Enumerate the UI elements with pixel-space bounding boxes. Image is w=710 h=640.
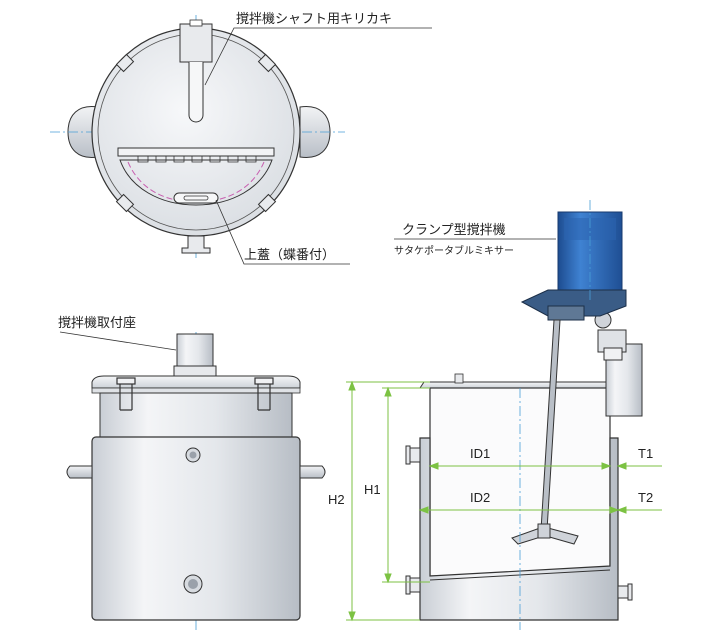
front-upper-body [99,392,293,438]
hinge-teeth [137,156,257,163]
top-view-clamps [115,53,277,213]
shaft-notch-leader [204,27,432,86]
front-right-handle [299,465,326,479]
front-lid [91,375,301,389]
label-lid: 上蓋（蝶番付） [244,248,335,263]
half-lid-outline [119,159,273,206]
dim-t1: T1 [638,446,653,461]
front-left-handle [66,465,93,479]
front-view: 撹拌機取付座 [58,316,326,630]
top-view: 撹拌機シャフト用キリカキ 上蓋（蝶番付） [50,12,432,265]
dim-id1: ID1 [470,446,490,461]
label-shaft-notch: 撹拌機シャフト用キリカキ [236,12,392,27]
front-clamps [116,377,274,411]
lid-handle-grip [173,192,219,204]
shaft-notch-slot [188,62,204,123]
side-nozzles [405,445,633,601]
label-mixer-mount: 撹拌機取付座 [58,316,136,331]
shaft-notch-cap [189,19,203,27]
dimension-lines [346,380,662,622]
dim-h2: H2 [328,492,345,507]
label-mixer-series: サタケポータブルミキサー [394,244,514,257]
mixer-mount-block [176,333,214,367]
mount-leader [59,331,177,351]
dim-id2: ID2 [470,490,490,505]
side-view: H2 H1 ID1 ID2 T1 T2 クランプ型撹拌機 サタケポータブルミキサ… [328,200,662,630]
lid-leader [215,199,350,265]
shaft-notch-frame [179,23,213,63]
label-clamp-mixer: クランプ型撹拌機 [402,223,506,238]
top-view-nozzle [181,235,211,254]
dim-h1: H1 [364,482,381,497]
side-lid [419,381,620,389]
front-jacket [91,436,301,621]
dim-t2: T2 [638,490,653,505]
hinge-bar [117,147,275,157]
side-jacket [419,437,619,621]
